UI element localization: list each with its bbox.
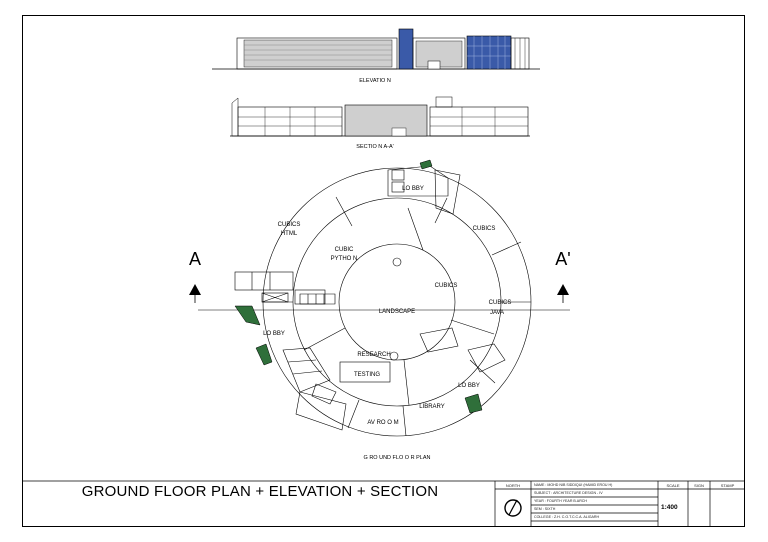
tb-line-4: COLLEGE : Z.H. C.O.T.C.C.A. ALIGARH	[534, 515, 600, 519]
drawing-sheet	[22, 15, 745, 527]
elevation-label: ELEVATIO N	[359, 78, 391, 84]
room-research: RESEARCH	[357, 352, 390, 358]
tb-line-3: SEM : SIXTH	[534, 507, 556, 511]
room-lobby-top: LO BBY	[402, 186, 424, 192]
room-cubic-python: CUBIC	[335, 247, 354, 253]
svg-text:A': A'	[555, 249, 570, 269]
svg-text:JAVA: JAVA	[490, 310, 504, 316]
svg-text:PYTHO N: PYTHO N	[331, 256, 358, 262]
room-library: LIBRARY	[419, 404, 445, 410]
cut-marker-right: A'	[555, 249, 571, 303]
tb-line-2: YEAR : FOURTH YEAR B.ARCH	[534, 499, 587, 503]
scale-value: 1:400	[661, 504, 678, 511]
room-cubics-html: CUBICS	[278, 222, 301, 228]
plan-label: G RO UND FLO O R PLAN	[364, 455, 431, 461]
room-landscape: LANDSCAPE	[379, 309, 415, 315]
room-testing: TESTING	[354, 372, 380, 378]
room-lobby-right: LO BBY	[458, 383, 480, 389]
room-cubics-mid: CUBICS	[435, 283, 458, 289]
sign-head: SIGN	[694, 483, 704, 488]
tb-line-0: NAME : MOHD NIB SIDDIQUI (HAMID EROU H)	[534, 483, 613, 487]
section	[230, 96, 530, 137]
floor-plan	[198, 165, 570, 437]
svg-text:HTML: HTML	[281, 231, 298, 237]
elevation	[212, 28, 540, 70]
room-av-room: AV RO O M	[367, 420, 398, 426]
sheet-title: GROUND FLOOR PLAN + ELEVATION + SECTION	[81, 483, 439, 500]
room-labels: LO BBY CUBICS HTML CUBICS CUBIC PYTHO N …	[263, 186, 511, 426]
scale-head: SCALE	[666, 483, 680, 488]
tb-line-1: SUBJECT : ARCHITECTURE DESIGN - IV	[534, 491, 603, 495]
svg-text:A: A	[189, 249, 201, 269]
section-label: SECTIO N A-A'	[356, 144, 393, 150]
green-stairs	[234, 159, 483, 414]
north-label: NORTH	[505, 483, 521, 488]
room-cubics-java: CUBICS	[489, 300, 512, 306]
stamp-head: STAMP	[720, 483, 735, 488]
room-lobby-left: LO BBY	[263, 331, 285, 337]
title-block	[22, 480, 745, 527]
cut-marker-left: A	[189, 249, 201, 303]
room-cubics-tr: CUBICS	[473, 226, 496, 232]
